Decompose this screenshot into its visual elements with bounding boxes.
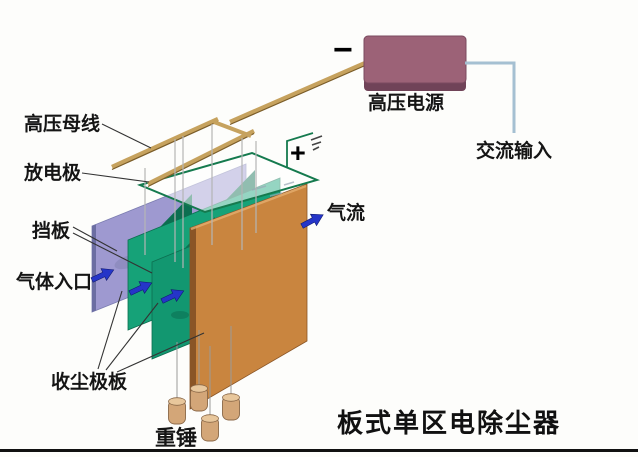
green-plate-smudge bbox=[171, 311, 189, 319]
gas-outlet-arrow bbox=[300, 213, 324, 229]
leader-lines bbox=[72, 123, 205, 373]
leader-collecting-2 bbox=[105, 302, 159, 371]
weight-cylinder bbox=[222, 393, 240, 421]
leader-collecting-3 bbox=[116, 332, 205, 373]
label-airflow: 气流 bbox=[326, 201, 365, 224]
ground-wire bbox=[286, 132, 314, 167]
diagram-title: 板式单区电除尘器 bbox=[337, 408, 561, 438]
bus-bar-lower bbox=[146, 128, 256, 187]
hv-power-supply bbox=[363, 35, 516, 133]
ground-symbol bbox=[310, 135, 323, 151]
leader-baffle-1 bbox=[72, 226, 118, 252]
ground-bracket bbox=[286, 132, 323, 167]
bus-bar-upper bbox=[111, 116, 219, 170]
weight-cylinder bbox=[168, 397, 186, 425]
gas-flow-arrows bbox=[90, 213, 324, 304]
label-discharge-electrode: 放电极 bbox=[23, 161, 82, 184]
weight-cylinder bbox=[190, 384, 208, 412]
frame-smudges bbox=[251, 181, 295, 197]
bus-bar-lower-shadow bbox=[147, 132, 255, 188]
weight-cylinder bbox=[201, 414, 219, 442]
bus-crossbar bbox=[213, 120, 252, 138]
leader-baffle-2 bbox=[72, 232, 153, 274]
label-weight: 重锤 bbox=[155, 426, 197, 450]
gas-inlet-arrow bbox=[160, 289, 185, 304]
power-box bbox=[363, 35, 467, 84]
weight-cylinders bbox=[168, 384, 240, 442]
label-hv-bus: 高压母线 bbox=[24, 112, 100, 135]
hv-feed-line bbox=[229, 57, 373, 125]
gas-inlet-arrow bbox=[90, 268, 115, 283]
discharge-electrode-wires bbox=[144, 124, 257, 268]
weights-assembly bbox=[168, 326, 240, 442]
minus-sign: − bbox=[333, 31, 353, 69]
label-collecting-plate: 收尘极板 bbox=[51, 370, 128, 393]
plus-sign: + bbox=[290, 138, 306, 168]
hv-feed-line-shadow bbox=[229, 61, 373, 126]
leader-discharge-electrode bbox=[81, 172, 150, 183]
orange-plate-edge bbox=[190, 225, 196, 409]
label-baffle: 挡板 bbox=[32, 219, 71, 242]
gas-inlet-arrow bbox=[128, 281, 153, 296]
orange-plate-highlight bbox=[190, 184, 307, 231]
bottom-rule bbox=[0, 449, 638, 452]
hv-bus-assembly bbox=[111, 57, 373, 188]
leader-hv-bus bbox=[101, 123, 152, 149]
label-hv-power: 高压电源 bbox=[368, 91, 444, 114]
baffle-plate-edge bbox=[92, 224, 96, 312]
bus-bar-upper-shadow bbox=[111, 120, 219, 171]
ac-input-wire bbox=[465, 61, 516, 133]
leader-collecting-1 bbox=[97, 290, 123, 370]
label-gas-inlet: 气体入口 bbox=[15, 270, 92, 293]
label-ac-input: 交流输入 bbox=[476, 139, 552, 162]
